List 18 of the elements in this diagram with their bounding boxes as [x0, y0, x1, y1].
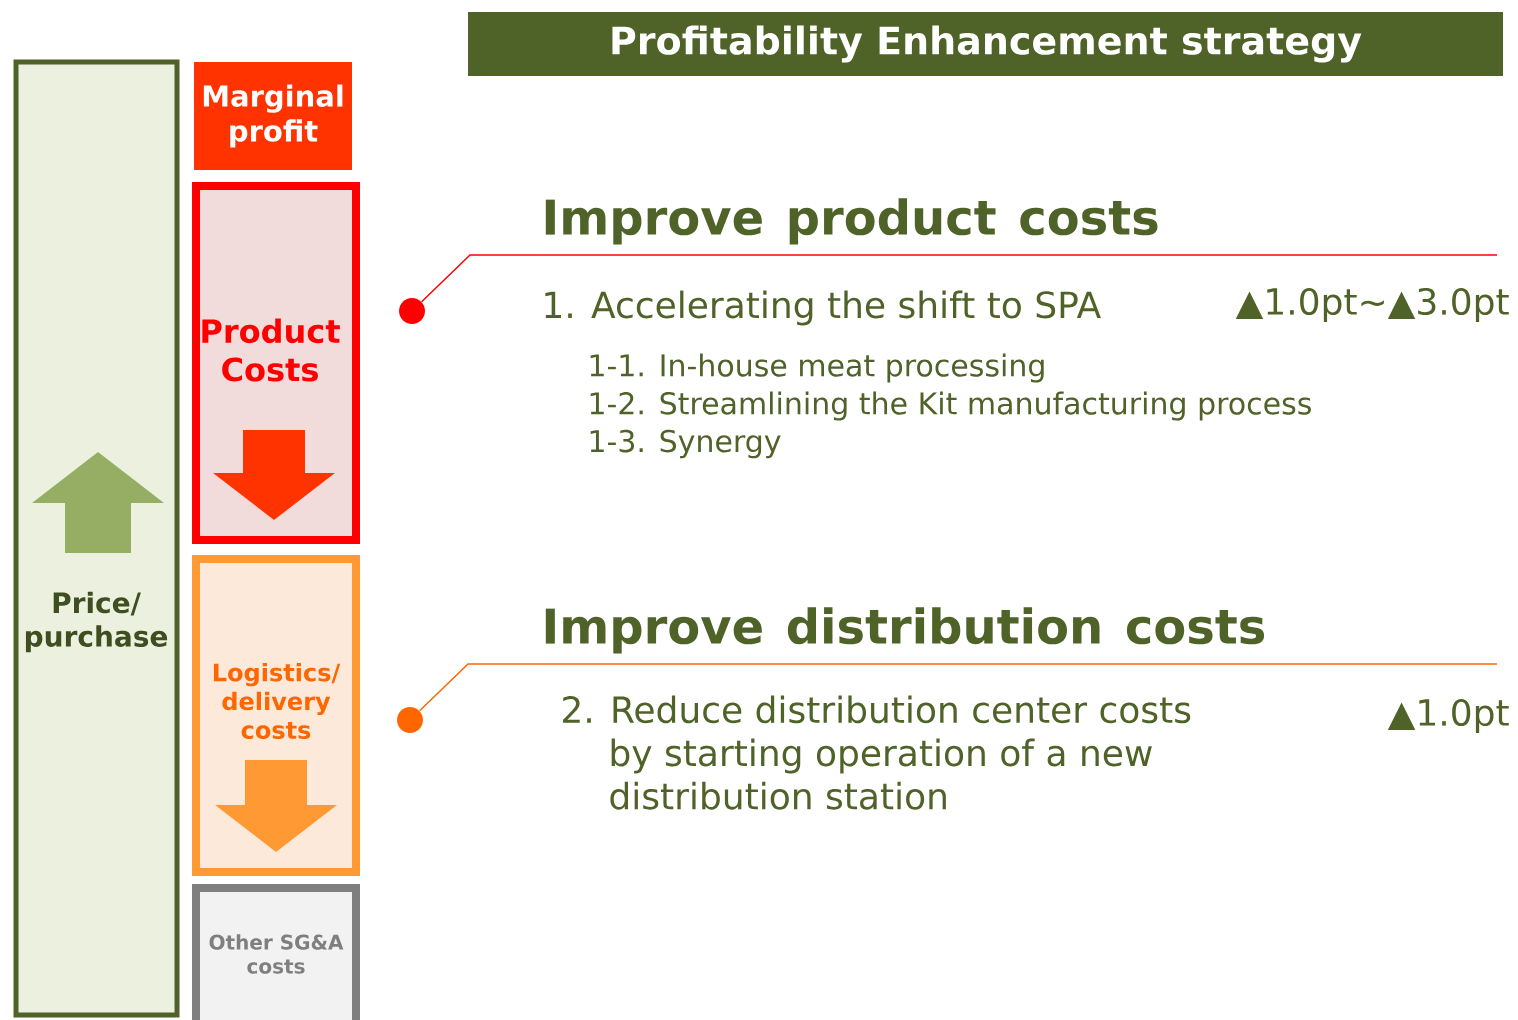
- section-heading: Improve distribution costs: [545, 607, 1265, 654]
- section-heading: Improve product costs: [545, 198, 1158, 245]
- marker-dot: [397, 707, 423, 733]
- list-item: 1-3. Synergy: [590, 429, 781, 459]
- leader-line: [420, 254, 542, 303]
- marker-dot: [399, 298, 425, 324]
- list-item: 1-1. In-house meat processing: [590, 353, 1044, 383]
- list-item: 2. Reduce distribution center costs by starting operation of a new distribution station: [563, 695, 1191, 810]
- profit-box: Marginal profit: [194, 62, 352, 170]
- value-text: ▲1.0pt: [1387, 698, 1509, 734]
- cost-box: Other SG&A costs: [192, 884, 360, 1020]
- title-banner: Profitability Enhancement strategy: [468, 12, 1503, 76]
- leader-line: [418, 663, 542, 712]
- list-item: 1. Accelerating the shift to SPA: [545, 290, 1101, 326]
- list-item: 1-2. Streamlining the Kit manufacturing process: [590, 391, 1311, 421]
- price-bar: Price/ purchase: [13, 59, 180, 1018]
- cost-box: Product Costs: [192, 182, 360, 544]
- value-text: ▲1.0pt∼▲3.0pt: [1235, 287, 1509, 323]
